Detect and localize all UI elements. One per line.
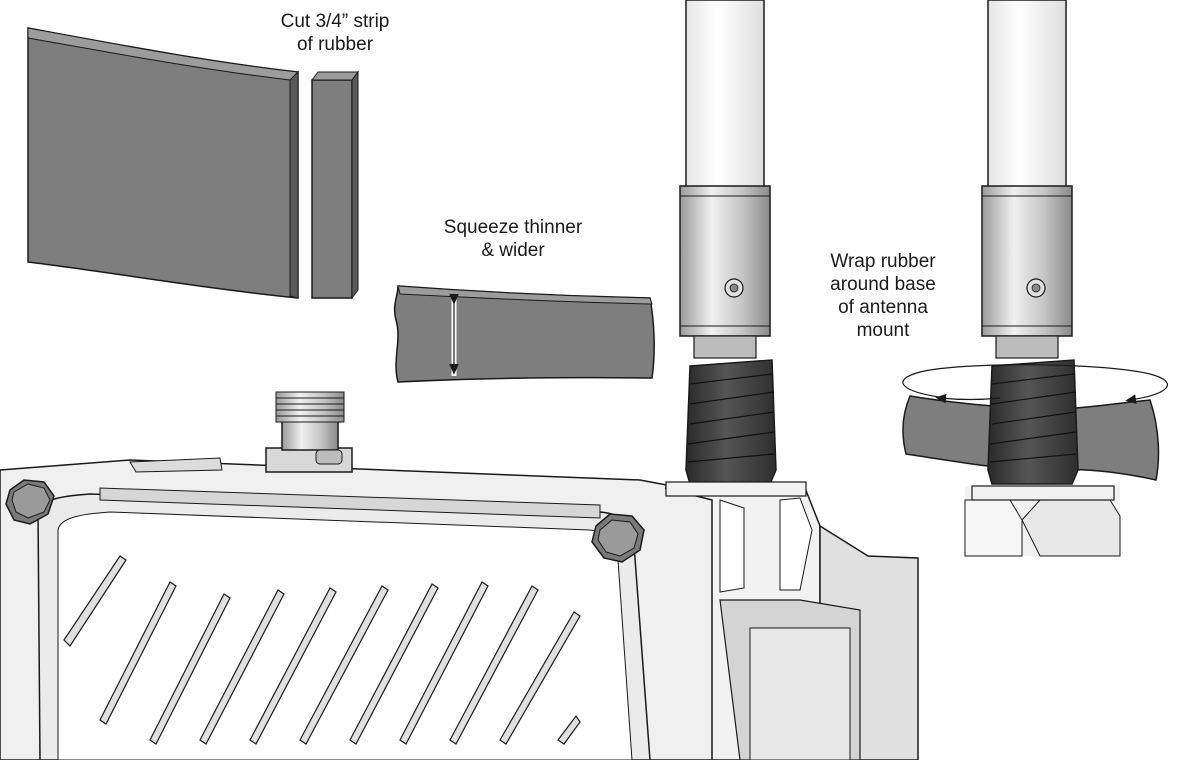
mount-housing [664,487,919,760]
rubber-sheet [27,27,300,299]
rubber-strip [311,70,359,300]
rotation-arrow-front [935,393,1001,404]
vent-slots [63,555,581,745]
rotation-arrow-back [902,364,1169,404]
antenna-center [665,0,807,497]
hex-bolt-left [5,479,55,525]
n-connector [265,391,353,473]
radio-enclosure [0,457,721,760]
hex-bolt-right [591,513,645,563]
callout-squeeze: Squeeze thinner & wider [443,217,583,261]
callout-wrap: Wrap rubber around base of antenna mount [830,251,936,341]
antenna-right [902,0,1169,557]
callout-cut-strip: Cut 3/4” strip of rubber [280,11,390,55]
squeezed-rubber-strip [393,285,655,383]
